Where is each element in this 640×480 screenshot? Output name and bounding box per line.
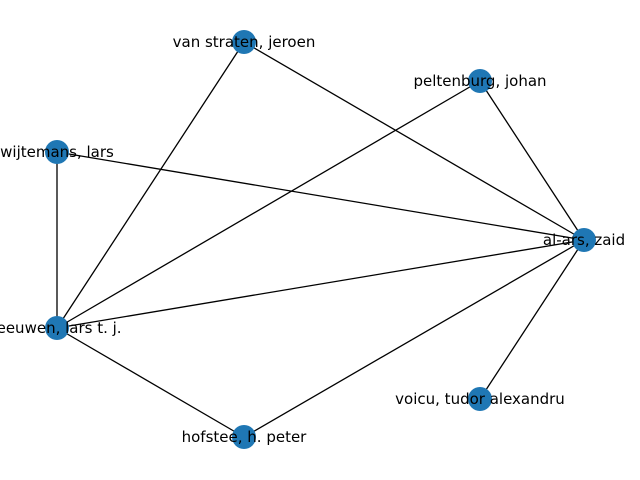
edge-van-straten-al-ars [243, 41, 585, 241]
edge-hofstee-al-ars [243, 239, 585, 438]
node-wijtemans [45, 140, 69, 164]
edge-peltenburg-leeuwen [56, 80, 481, 329]
node-hofstee [232, 425, 256, 449]
node-leeuwen [45, 316, 69, 340]
edge-peltenburg-al-ars [479, 80, 585, 241]
node-label-al-ars: al-ars, zaid [543, 231, 625, 249]
node-van-straten [232, 30, 256, 54]
edge-leeuwen-al-ars [56, 239, 585, 329]
nodes-layer [45, 30, 596, 449]
node-label-peltenburg: peltenburg, johan [413, 72, 546, 90]
node-label-wijtemans: wijtemans, lars [0, 143, 114, 161]
node-al-ars [572, 228, 596, 252]
node-label-leeuwen: leeuwen, lars t. j. [0, 319, 122, 337]
node-label-van-straten: van straten, jeroen [173, 33, 316, 51]
edge-al-ars-voicu [479, 239, 585, 400]
labels-layer: van straten, jeroen peltenburg, johan wijt… [0, 33, 625, 446]
edges-layer [56, 41, 585, 438]
node-label-hofstee: hofstee, h. peter [182, 428, 308, 446]
edge-wijtemans-al-ars [56, 151, 585, 241]
node-peltenburg [468, 69, 492, 93]
edge-leeuwen-hofstee [56, 327, 245, 438]
edge-van-straten-leeuwen [56, 41, 245, 329]
node-label-voicu: voicu, tudor alexandru [395, 390, 565, 408]
node-voicu [468, 387, 492, 411]
